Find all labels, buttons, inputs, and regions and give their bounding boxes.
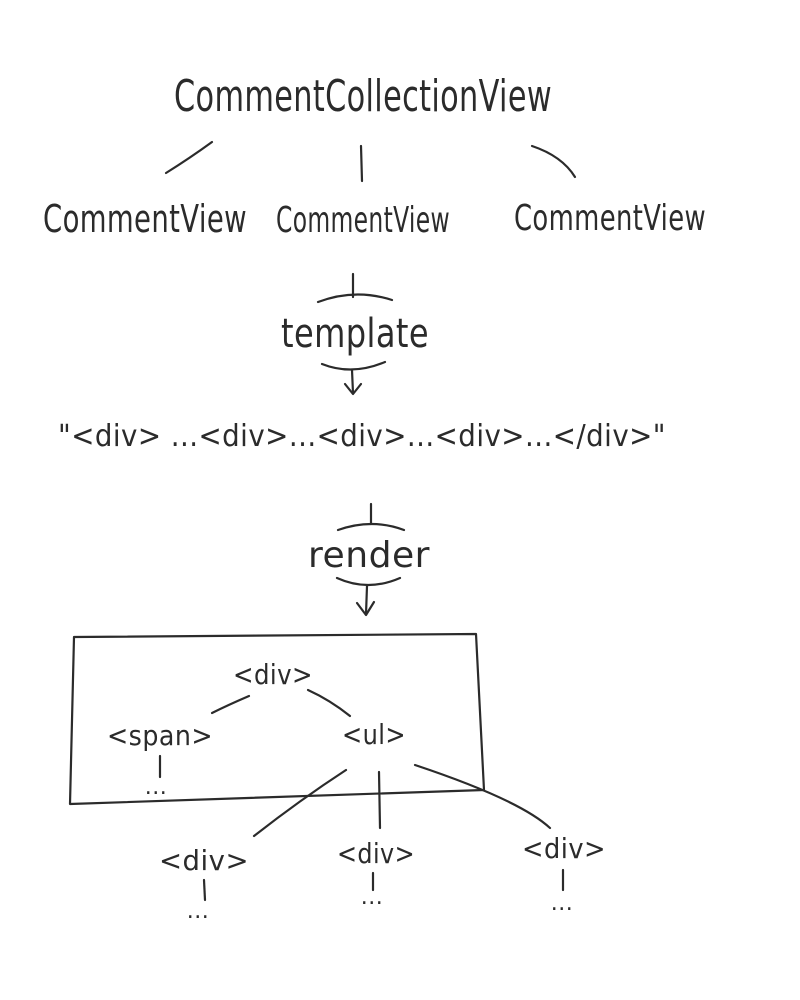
connector-root-child-2 bbox=[359, 144, 364, 183]
render-arrow-head bbox=[355, 600, 376, 617]
dom-item-ellipsis-2: ... bbox=[361, 885, 383, 910]
connector-root-child-1 bbox=[164, 140, 214, 175]
render-bottom-brace bbox=[335, 576, 402, 587]
dom-connector-ul bbox=[306, 688, 352, 718]
connector-root-child-3 bbox=[530, 144, 577, 179]
dom-item-div-3: <div> bbox=[522, 832, 606, 865]
dom-item-ellipsis-1: ... bbox=[187, 899, 209, 924]
dom-connector-item-2 bbox=[377, 770, 382, 830]
template-output-string: "<div> ...<div>...<div>...<div>...</div>… bbox=[58, 419, 666, 454]
dom-item-stem-1 bbox=[202, 878, 207, 902]
child-view-label-2: CommentView bbox=[276, 200, 450, 241]
dom-item-div-1: <div> bbox=[159, 844, 249, 877]
template-arrow-shaft bbox=[350, 368, 355, 395]
render-step-label: render bbox=[308, 535, 430, 576]
dom-span-ellipsis: ... bbox=[145, 775, 167, 800]
dom-item-ellipsis-3: ... bbox=[551, 891, 573, 916]
render-top-brace bbox=[336, 522, 406, 532]
render-arrow-shaft bbox=[364, 584, 369, 616]
dom-root-div: <div> bbox=[233, 658, 313, 691]
dom-item-div-2: <div> bbox=[337, 837, 415, 870]
template-step-label: template bbox=[281, 311, 429, 357]
child-view-label-3: CommentView bbox=[514, 198, 706, 239]
template-arrow-head bbox=[343, 382, 363, 396]
dom-span-node: <span> bbox=[107, 719, 213, 752]
dom-connector-item-1 bbox=[252, 768, 348, 838]
dom-connector-span bbox=[210, 694, 251, 715]
root-view-label: CommentCollectionView bbox=[174, 71, 552, 122]
dom-ul-node: <ul> bbox=[342, 718, 406, 751]
dom-connector-item-3 bbox=[413, 763, 552, 830]
child-view-label-1: CommentView bbox=[43, 197, 247, 241]
template-bottom-brace bbox=[320, 360, 387, 371]
template-top-brace bbox=[316, 293, 394, 304]
